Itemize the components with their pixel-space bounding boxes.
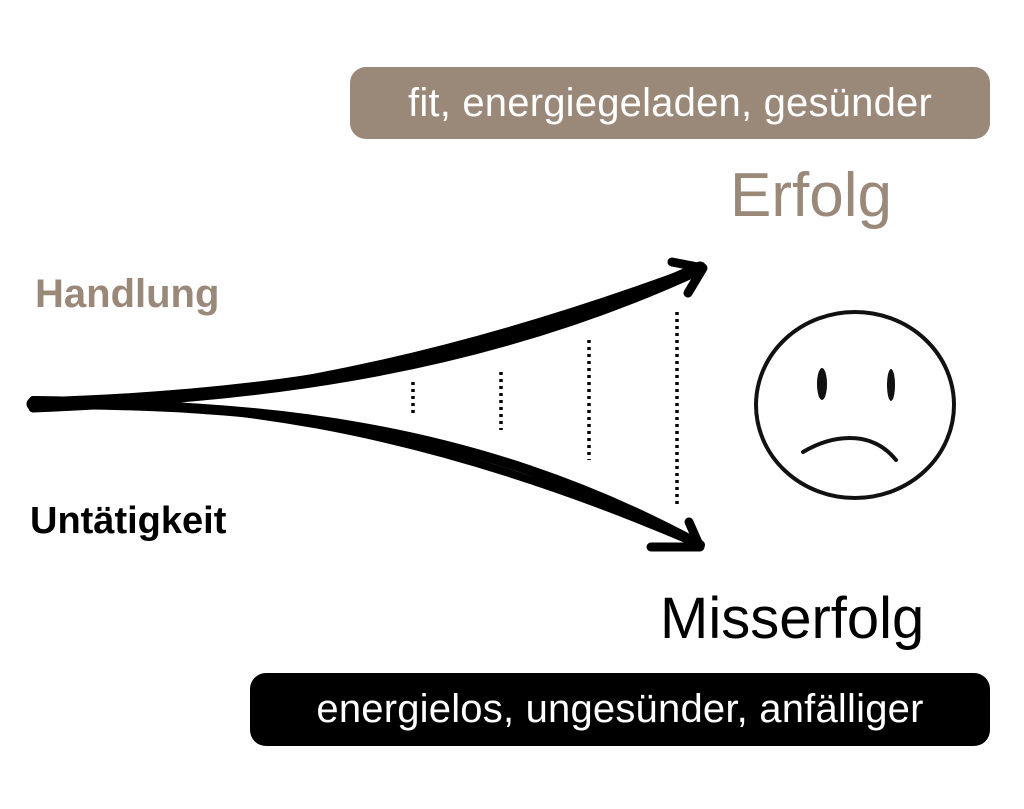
lower-arrow (28, 396, 705, 552)
drawbacks-badge: energielos, ungesünder, anfälliger (250, 673, 990, 746)
inaction-label: Untätigkeit (30, 500, 227, 542)
benefits-badge: fit, energiegeladen, gesünder (350, 67, 990, 139)
benefits-text: fit, energiegeladen, gesünder (408, 80, 932, 125)
drawbacks-text: energielos, ungesünder, anfälliger (316, 687, 924, 731)
action-label: Handlung (35, 272, 220, 316)
gap-dotted-lines (411, 312, 679, 506)
success-label: Erfolg (730, 161, 892, 230)
failure-label: Misserfolg (660, 586, 925, 651)
sad-face-icon (754, 310, 956, 500)
